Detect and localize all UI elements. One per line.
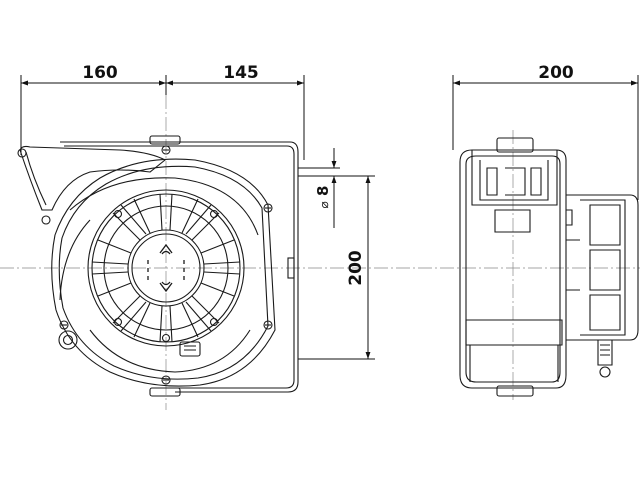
drum-ring-inner [103,205,229,331]
drum-ring-outer [87,189,245,347]
side-mount-tab [287,257,295,279]
guide-screw-2 [41,215,51,225]
side-hose-outlet [597,340,613,378]
dim-label-200-depth: 200 [538,63,574,83]
dim-label-8: 8 [314,186,332,196]
top-mount-tab [149,135,181,145]
side-bottom-tab [496,385,534,397]
drum-section [566,194,639,341]
hose-outlet [179,341,201,357]
dim-label-145: 145 [223,63,259,83]
hose-guide-arm [19,145,166,211]
side-view [459,137,639,397]
center-lines [0,95,640,410]
hub [127,229,205,307]
outer-casing [51,158,276,387]
pivot-cap [58,330,78,350]
bottom-mount-tab [149,387,181,397]
side-top-tab [496,137,534,153]
side-body [459,149,567,389]
diameter-symbol: ⌀ [317,201,331,208]
dim-label-200-height: 200 [346,250,366,286]
casing-screws [59,145,273,385]
dim-label-160: 160 [82,63,118,83]
front-view [17,135,299,397]
guide-screw [17,148,27,158]
top-dimensions [20,75,639,200]
wall-bracket [60,141,299,393]
rotation-arrows [147,243,185,293]
svg-text:⌀ 8: ⌀ 8 [314,186,332,209]
side-dimensions [298,148,375,360]
